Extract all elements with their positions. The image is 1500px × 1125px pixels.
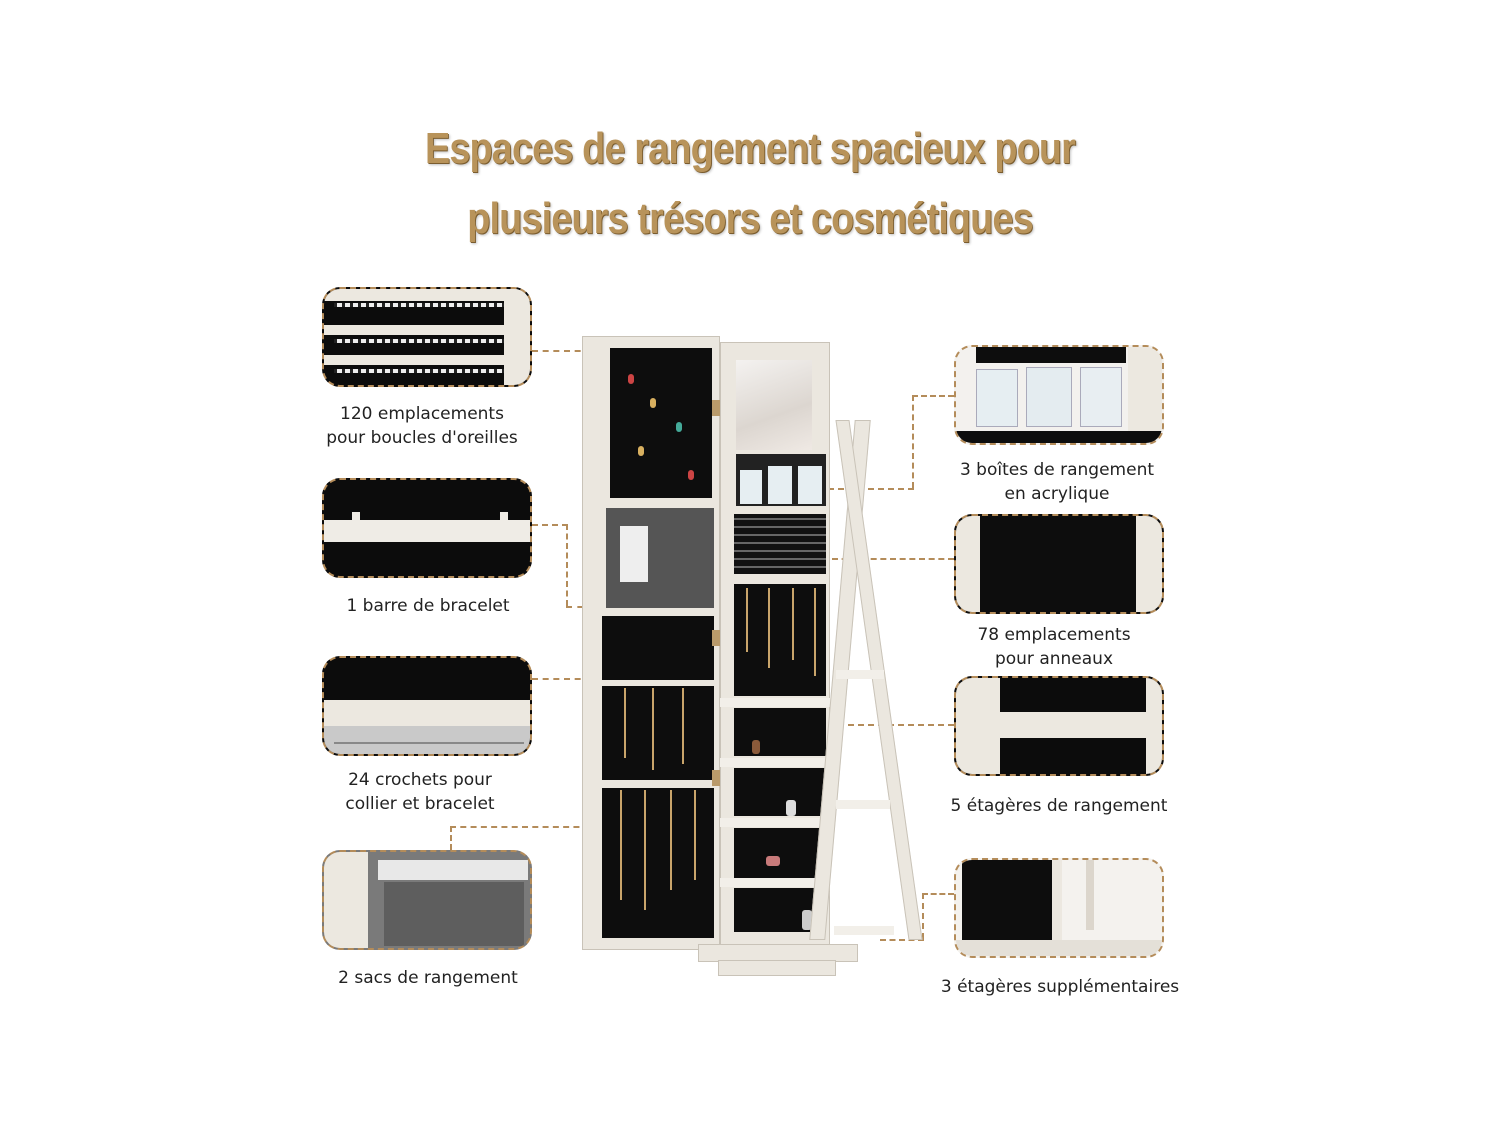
leader-line	[566, 524, 568, 606]
door-lower-bag	[602, 788, 714, 938]
extra-shelf	[836, 670, 884, 679]
leader-line	[880, 939, 924, 941]
caption-storage-shelves: 5 étagères de rangement	[950, 796, 1168, 816]
thumb-storage-bags	[322, 850, 532, 950]
leader-line	[922, 893, 954, 895]
caption-earring-slots: 120 emplacements pour boucles d'oreilles	[326, 404, 518, 448]
leader-line	[532, 524, 568, 526]
leader-line	[912, 395, 954, 397]
caption-extra-shelves: 3 étagères supplémentaires	[940, 977, 1180, 997]
extra-shelf	[834, 926, 894, 935]
cosmetic-shelf	[720, 698, 830, 707]
caption-acrylic-boxes: 3 boîtes de rangement en acrylique	[959, 460, 1155, 504]
caption-bracelet-bar: 1 barre de bracelet	[346, 596, 510, 616]
earring-panel	[610, 348, 712, 498]
leader-line	[922, 893, 924, 939]
base-foot	[718, 960, 836, 976]
jewelry-cabinet-illustration	[580, 330, 923, 980]
caption-necklace-hooks: 24 crochets pour collier et bracelet	[345, 770, 495, 814]
headline-line-1: Espaces de rangement spacieux pour	[424, 124, 1076, 173]
necklace-hanging-area	[734, 584, 826, 696]
leader-line	[450, 826, 452, 850]
thumb-acrylic-boxes	[954, 345, 1164, 445]
necklace-panel	[602, 686, 714, 780]
top-mirror	[736, 360, 812, 450]
thumb-ring-slots	[954, 514, 1164, 614]
leader-line	[912, 395, 914, 488]
bracelet-bar-panel	[602, 616, 714, 680]
cosmetic-shelf	[720, 758, 830, 767]
leader-line	[532, 678, 602, 680]
headline-line-2: plusieurs trésors et cosmétiques	[467, 194, 1033, 243]
thumb-bracelet-bar	[322, 478, 532, 578]
leader-line	[450, 826, 600, 828]
cosmetic-shelf	[720, 878, 830, 887]
thumb-earring-slots	[322, 287, 532, 387]
thumb-necklace-hooks	[322, 656, 532, 756]
thumb-extra-shelves	[954, 858, 1164, 958]
thumb-storage-shelves	[954, 676, 1164, 776]
leader-line	[532, 350, 602, 352]
caption-storage-bags: 2 sacs de rangement	[338, 968, 518, 988]
extra-shelf	[836, 800, 890, 809]
leader-line	[832, 558, 954, 560]
caption-ring-slots: 78 emplacements pour anneaux	[977, 625, 1131, 669]
ring-slot-panel	[734, 514, 826, 574]
cosmetic-shelf	[720, 818, 830, 827]
leader-line	[828, 488, 914, 490]
